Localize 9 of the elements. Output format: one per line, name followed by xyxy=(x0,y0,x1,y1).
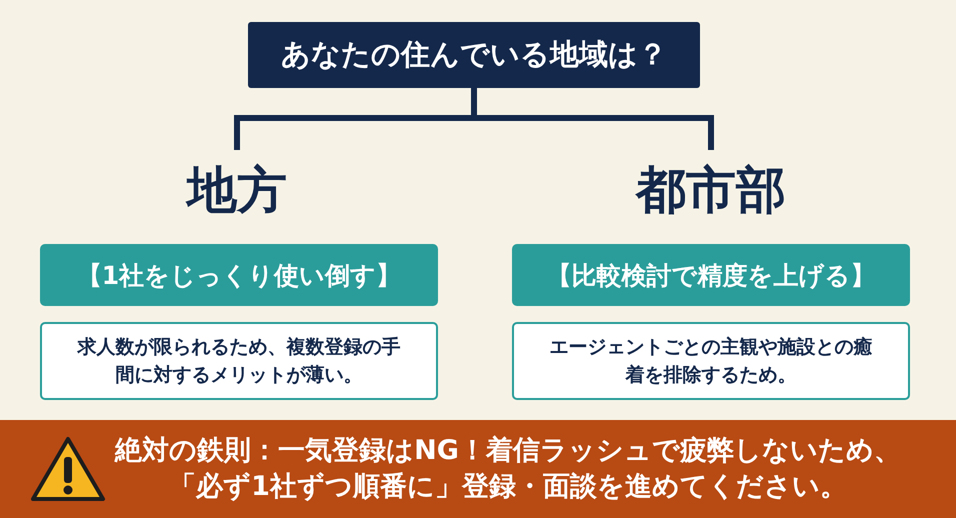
question-box: あなたの住んでいる地域は？ xyxy=(248,22,700,88)
strategy-box: 【比較検討で精度を上げる】 xyxy=(512,244,910,306)
warning-text: 絶対の鉄則：一気登録はNG！着信ラッシュで疲弊しないため、「必ず1社ずつ順番に」登録・面談を進めてください。 xyxy=(113,434,902,504)
branch-heading: 都市部 xyxy=(611,150,811,230)
branch-heading: 地方 xyxy=(137,150,337,230)
strategy-box: 【1社をじっくり使い倒す】 xyxy=(40,244,438,306)
reason-box: エージェントごとの主観や施設との癒着を排除するため。 xyxy=(512,322,910,400)
warning-banner xyxy=(0,420,956,518)
reason-box: 求人数が限られるため、複数登録の手間に対するメリットが薄い。 xyxy=(40,322,438,400)
